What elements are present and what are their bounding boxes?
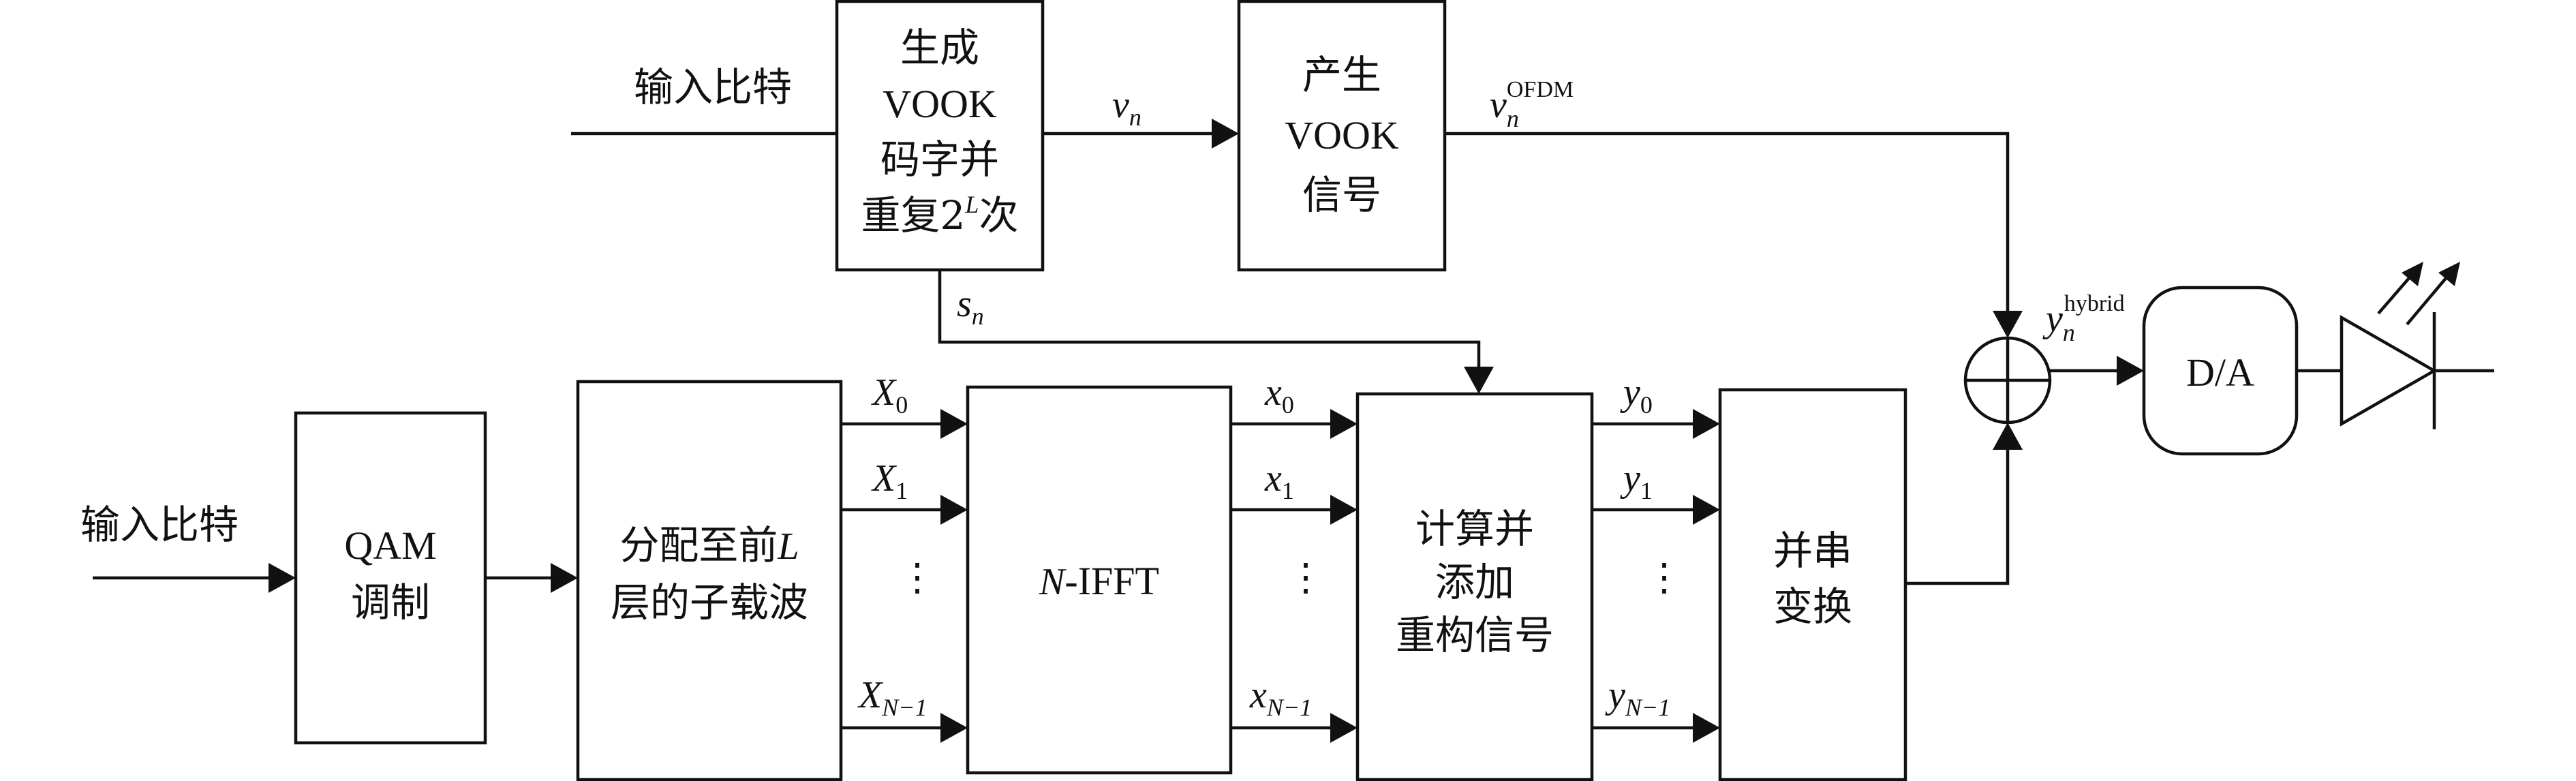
ps-to-adder-wire [1905, 450, 2010, 585]
vook-signal-line3: 信号 [1302, 172, 1381, 218]
X0-label: X0 [871, 371, 908, 418]
x1-label: x1 [1264, 457, 1294, 504]
compute-line2: 添加 [1435, 559, 1514, 605]
vn-label: vn [1112, 84, 1141, 131]
parallel-to-serial-block [1718, 388, 1907, 781]
vook-signal-line1: 产生 [1302, 52, 1381, 98]
xN-label: xN−1 [1249, 674, 1312, 721]
input-bits-label-bottom: 输入比特 [80, 502, 239, 548]
da-label: D/A [2186, 350, 2254, 395]
ifft-label: N-IFFT [1039, 559, 1159, 603]
ps-line2: 变换 [1773, 583, 1852, 630]
XN-label: XN−1 [857, 674, 927, 721]
input-bits-label-top: 输入比特 [634, 64, 792, 110]
y-ellipsis: ⋮ [1645, 555, 1683, 600]
vn-ofdm-label: vnOFDM [1490, 77, 1574, 132]
yN-label: yN−1 [1605, 674, 1670, 721]
vook-gen-line3: 码字并 [880, 136, 999, 183]
vn-ofdm-wire [1445, 132, 2010, 311]
led-emission-arrow-2 [2406, 271, 2452, 326]
X-ellipsis: ⋮ [898, 555, 936, 600]
qam-line2: 调制 [351, 579, 430, 626]
x0-label: x0 [1264, 371, 1294, 418]
X1-label: X1 [871, 457, 908, 504]
vook-gen-line2: VOOK [883, 82, 997, 126]
ps-line1: 并串 [1773, 527, 1852, 574]
vook-signal-block [1237, 0, 1447, 272]
sn-label: sn [957, 283, 984, 330]
qam-line1: QAM [344, 523, 436, 568]
vook-gen-line4: 重复2L次 [861, 191, 1019, 239]
vook-signal-line2: VOOK [1285, 113, 1399, 157]
led-emission-arrow-1 [2377, 271, 2415, 315]
reconstruct-signal-block [1355, 392, 1594, 781]
y0-label: y0 [1620, 371, 1653, 418]
sn-wire [938, 270, 1481, 367]
y1-label: y1 [1620, 457, 1653, 504]
vook-gen-line1: 生成 [900, 25, 979, 71]
compute-line1: 计算并 [1415, 506, 1534, 552]
subcarrier-allocation-block [576, 380, 843, 781]
compute-line3: 重构信号 [1396, 612, 1554, 658]
ifft-block [966, 385, 1233, 775]
x-ellipsis: ⋮ [1287, 555, 1325, 600]
led-diode-icon [2340, 315, 2438, 427]
alloc-line2: 层的子载波 [611, 579, 808, 626]
alloc-line1: 分配至前L [619, 522, 799, 568]
y-hybrid-label: ynhybrid [2042, 291, 2125, 346]
qam-modulation-block [294, 411, 487, 745]
